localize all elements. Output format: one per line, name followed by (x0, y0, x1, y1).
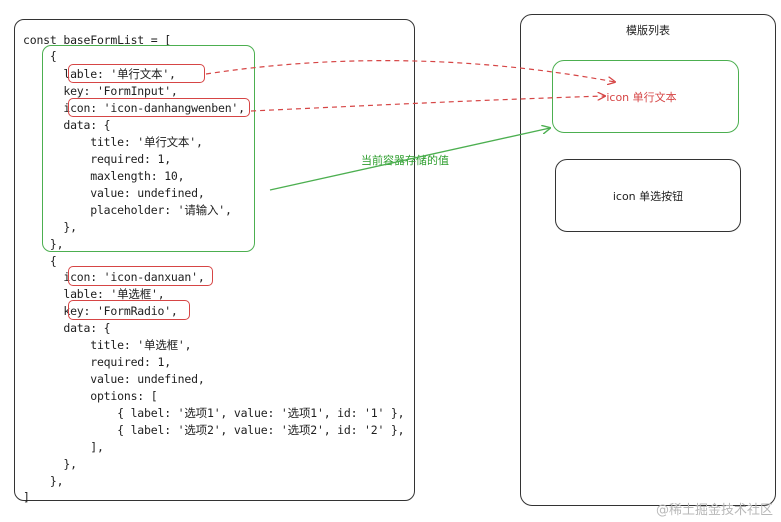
template-item-label: icon 单行文本 (606, 90, 677, 104)
code-line: key: 'FormRadio', (23, 304, 178, 318)
watermark: @稀土掘金技术社区 (655, 503, 773, 518)
code-line: value: undefined, (23, 186, 205, 200)
code-line: }, (23, 237, 64, 251)
key-highlight-box (68, 300, 190, 320)
code-line: title: '单行文本', (23, 135, 203, 149)
template-list-panel (520, 14, 776, 506)
code-line: placeholder: '请输入', (23, 203, 232, 217)
code-line: maxlength: 10, (23, 169, 185, 183)
code-line: { (23, 49, 57, 63)
code-line: { (23, 254, 57, 268)
code-line: }, (23, 220, 77, 234)
code-line: title: '单选框', (23, 338, 192, 352)
current-container-group (42, 45, 255, 252)
code-line: icon: 'icon-danhangwenben', (23, 101, 245, 115)
code-line: required: 1, (23, 152, 171, 166)
code-line: }, (23, 457, 77, 471)
code-panel (14, 19, 415, 501)
code-line: options: [ (23, 389, 158, 403)
icon-highlight-box (68, 98, 250, 117)
code-line: ] (23, 490, 30, 504)
code-line: key: 'FormInput', (23, 84, 178, 98)
lable-highlight-box (68, 64, 205, 83)
code-line: lable: '单行文本', (23, 67, 176, 81)
code-line: data: { (23, 118, 111, 132)
template-item-single-line-text[interactable]: icon 单行文本 (552, 60, 739, 133)
code-line: { label: '选项1', value: '选项1', id: '1' }, (23, 406, 405, 420)
icon-highlight-box-2 (68, 266, 213, 286)
code-line: value: undefined, (23, 372, 205, 386)
code-line: icon: 'icon-danxuan', (23, 270, 205, 284)
code-line: }, (23, 474, 64, 488)
template-item-single-radio[interactable]: icon 单选按钮 (555, 159, 741, 232)
code-line: data: { (23, 321, 111, 335)
annotation-label: 当前容器存储的值 (361, 154, 449, 167)
template-list-title: 模版列表 (626, 24, 670, 37)
code-line: lable: '单选框', (23, 287, 165, 301)
code-line: const baseFormList = [ (23, 33, 171, 47)
code-line: ], (23, 440, 104, 454)
template-item-label: icon 单选按钮 (612, 189, 684, 203)
code-line: { label: '选项2', value: '选项2', id: '2' }, (23, 423, 405, 437)
code-line: required: 1, (23, 355, 171, 369)
